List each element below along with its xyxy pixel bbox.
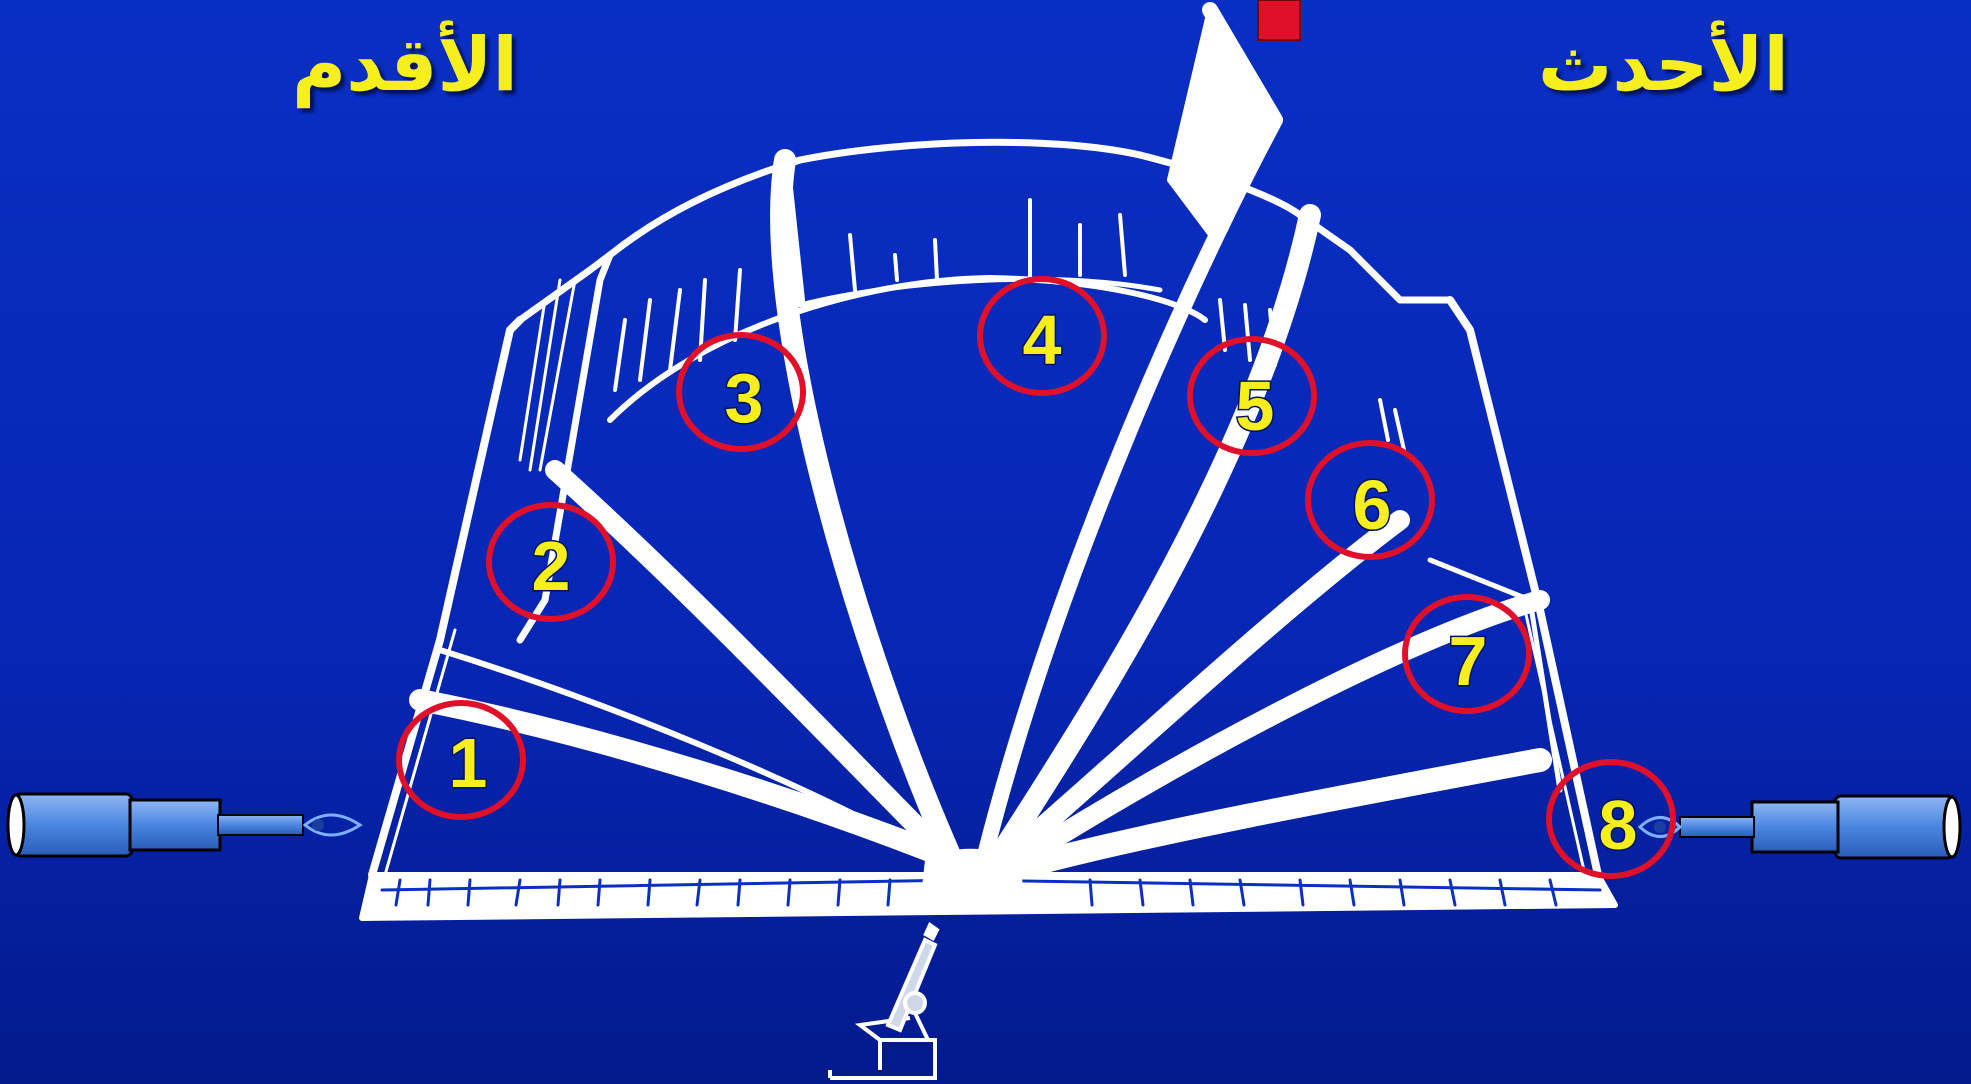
- marker-2: 2: [489, 505, 613, 619]
- svg-text:1: 1: [449, 724, 488, 802]
- marker-7: 7: [1405, 597, 1529, 711]
- bookmark-icon: [1258, 0, 1300, 40]
- svg-text:5: 5: [1236, 367, 1275, 445]
- oldest-label: الأقدم: [292, 22, 518, 108]
- svg-text:3: 3: [725, 359, 764, 437]
- telescope-right-icon: [1640, 796, 1960, 858]
- svg-text:8: 8: [1599, 786, 1638, 864]
- svg-text:6: 6: [1353, 466, 1392, 544]
- microscope-icon: [830, 925, 937, 1078]
- open-book: [362, 10, 1615, 918]
- marker-3: 3: [679, 335, 803, 449]
- marker-5: 5: [1190, 339, 1314, 453]
- svg-text:7: 7: [1449, 622, 1488, 700]
- telescope-left-icon: [8, 794, 360, 856]
- marker-4: 4: [980, 279, 1104, 393]
- newest-label: الأحدث: [1538, 22, 1789, 108]
- svg-text:2: 2: [532, 527, 571, 605]
- marker-6: 6: [1308, 443, 1432, 557]
- svg-text:4: 4: [1023, 301, 1062, 379]
